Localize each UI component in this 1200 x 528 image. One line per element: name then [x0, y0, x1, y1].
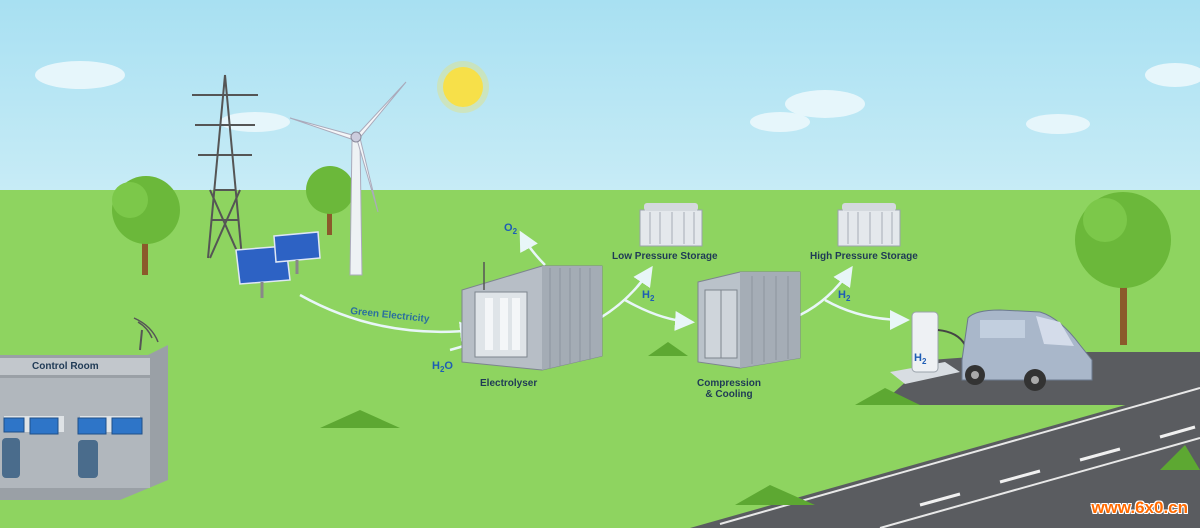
control-room-label: Control Room	[32, 361, 99, 372]
tree-icon	[1075, 192, 1171, 345]
clouds	[35, 61, 1200, 134]
hydrogen-label-high: H2	[838, 289, 851, 304]
power-pylon-icon	[192, 74, 258, 259]
hydrogen-fuel-pump-icon	[890, 311, 966, 384]
to-station-arrow	[824, 298, 910, 330]
low-pressure-storage-label: Low Pressure Storage	[612, 251, 718, 262]
to-high-storage-arrow	[799, 265, 853, 317]
flow-arrows	[299, 230, 910, 353]
tree-icon	[112, 176, 180, 275]
sky	[0, 0, 1200, 195]
electrolyser-container	[461, 262, 603, 371]
low-pressure-storage-tanks	[639, 203, 703, 247]
road	[690, 384, 1200, 528]
to-compression-arrow	[624, 298, 695, 331]
compression-cooling-label: Compression & Cooling	[697, 378, 761, 400]
hydrogen-station-label: H2	[914, 352, 927, 367]
sun-icon	[443, 67, 483, 107]
high-pressure-storage-tanks	[837, 203, 901, 247]
grass-tufts	[320, 342, 1200, 505]
compression-cooling-container	[697, 271, 801, 369]
wind-turbine-icon	[289, 81, 407, 276]
hydrogen-label-low: H2	[642, 289, 655, 304]
control-room-building	[0, 317, 168, 500]
solar-panel-icon	[235, 231, 321, 298]
green-electricity-arrow	[299, 293, 480, 342]
high-pressure-storage-label: High Pressure Storage	[810, 251, 918, 262]
to-low-storage-arrow	[599, 265, 653, 320]
tree-icon	[306, 166, 354, 235]
water-label: H2O	[432, 360, 453, 375]
oxygen-label: O2	[504, 222, 518, 237]
oxygen-arrow	[519, 230, 546, 266]
hydrogen-van-icon	[961, 309, 1093, 391]
watermark: www.6x0.cn	[1091, 498, 1188, 517]
electrolyser-label: Electrolyser	[480, 378, 538, 389]
